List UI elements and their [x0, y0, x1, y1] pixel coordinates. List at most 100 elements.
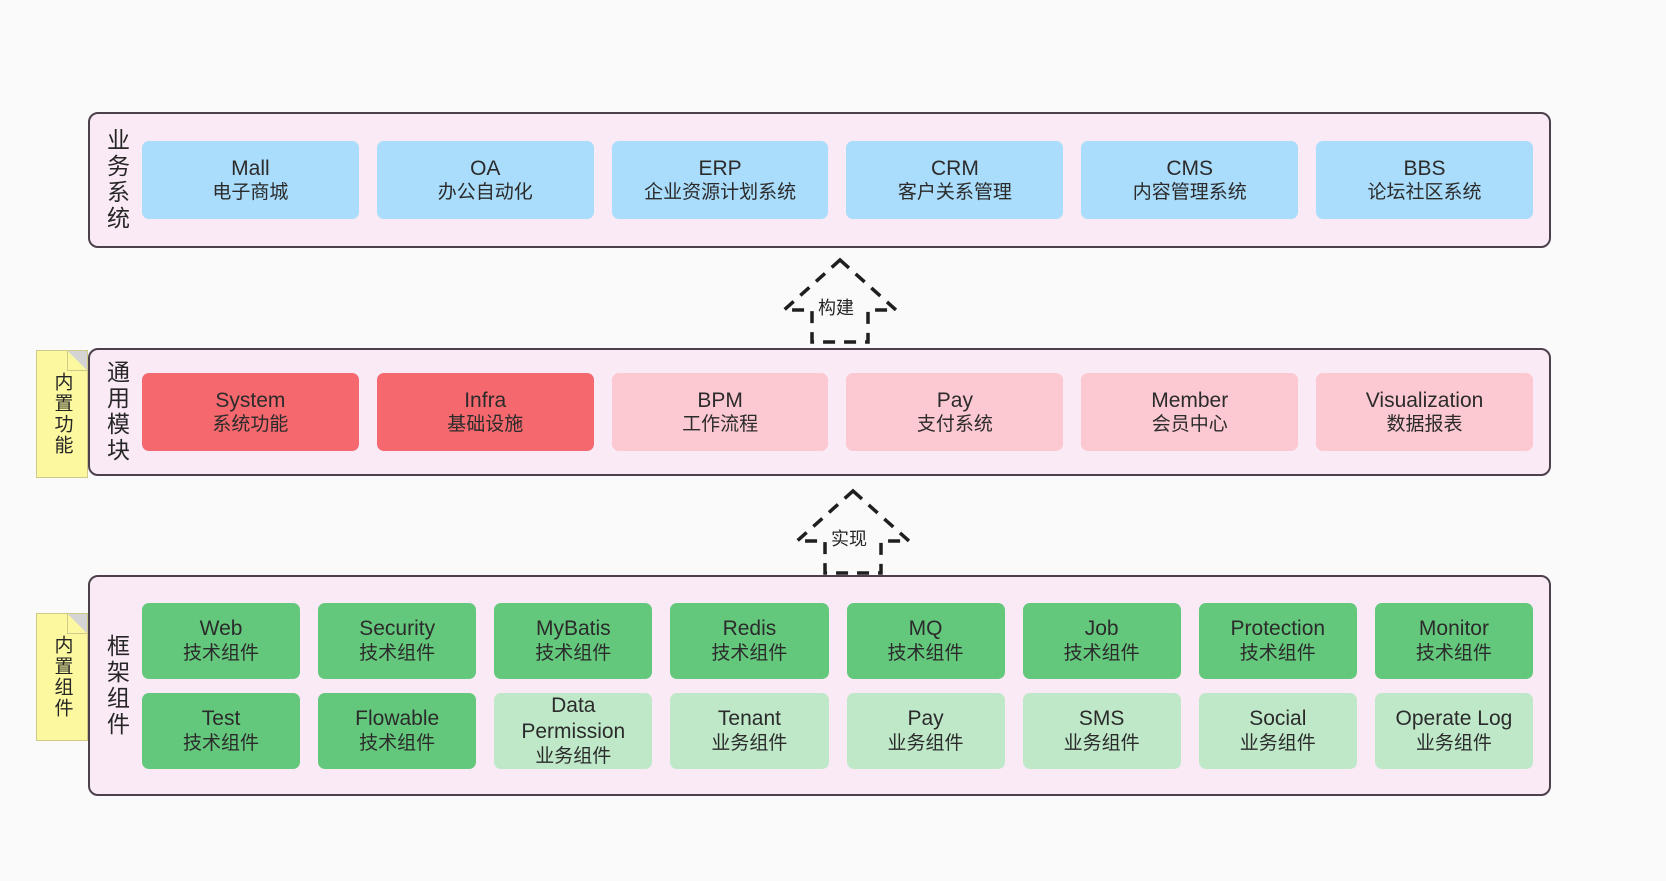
node-member-title: Member	[1151, 388, 1229, 412]
layer-business-system: 业务系统 Mall 电子商城 OA 办公自动化 ERP 企业资源计划系统 CRM…	[88, 112, 1551, 248]
node-visualization[interactable]: Visualization 数据报表	[1316, 373, 1533, 451]
node-sms[interactable]: SMS 业务组件	[1022, 692, 1181, 769]
node-web-subtitle: 技术组件	[183, 642, 260, 664]
node-oa[interactable]: OA 办公自动化	[376, 141, 594, 219]
node-mybatis-subtitle: 技术组件	[535, 642, 612, 664]
node-erp-title: ERP	[698, 156, 742, 180]
node-cms-title: CMS	[1166, 156, 1214, 180]
layer-label-framework-component: 框架组件	[103, 633, 130, 738]
layer-common-module: 通用模块 System 系统功能 Infra 基础设施 BPM 工作流程 Pay…	[88, 348, 1551, 476]
node-test-subtitle: 技术组件	[183, 732, 260, 754]
node-erp-subtitle: 企业资源计划系统	[644, 182, 797, 204]
layer-label-common-module: 通用模块	[103, 360, 130, 464]
node-infra-subtitle: 基础设施	[447, 414, 524, 436]
row-business-components: Test 技术组件 Flowable 技术组件 Data Permission …	[142, 692, 1533, 769]
node-mq-title: MQ	[908, 617, 943, 641]
node-test-title: Test	[201, 707, 241, 731]
node-mall[interactable]: Mall 电子商城	[142, 141, 359, 219]
node-operate-log-subtitle: 业务组件	[1415, 732, 1492, 754]
node-job-title: Job	[1084, 617, 1119, 641]
node-sms-title: SMS	[1078, 707, 1125, 731]
node-pay-component[interactable]: Pay 业务组件	[846, 692, 1005, 769]
node-tenant-title: Tenant	[717, 707, 781, 731]
node-mall-title: Mall	[231, 156, 270, 180]
node-infra[interactable]: Infra 基础设施	[376, 373, 594, 451]
layer-body-business-system: Mall 电子商城 OA 办公自动化 ERP 企业资源计划系统 CRM 客户关系…	[142, 114, 1549, 246]
node-job[interactable]: Job 技术组件	[1022, 602, 1181, 679]
node-bbs[interactable]: BBS 论坛社区系统	[1316, 141, 1533, 219]
node-cms-subtitle: 内容管理系统	[1132, 182, 1247, 204]
node-data-permission-subtitle: 业务组件	[535, 745, 612, 767]
note-builtin-component: 内置组件	[36, 613, 88, 741]
node-member[interactable]: Member 会员中心	[1081, 373, 1299, 451]
node-member-subtitle: 会员中心	[1151, 414, 1228, 436]
node-data-permission[interactable]: Data Permission 业务组件	[494, 692, 653, 769]
node-flowable-title: Flowable	[355, 707, 440, 731]
node-social-subtitle: 业务组件	[1239, 732, 1316, 754]
node-redis-title: Redis	[722, 617, 777, 641]
node-monitor-title: Monitor	[1418, 617, 1489, 641]
node-crm-subtitle: 客户关系管理	[897, 182, 1012, 204]
node-mybatis[interactable]: MyBatis 技术组件	[494, 602, 653, 679]
node-data-permission-title: Data Permission	[521, 694, 626, 743]
connector-build-label: 构建	[816, 294, 856, 320]
node-security[interactable]: Security 技术组件	[318, 602, 477, 679]
node-monitor-subtitle: 技术组件	[1415, 642, 1492, 664]
node-pay-component-title: Pay	[907, 707, 944, 731]
note-builtin-component-text: 内置组件	[51, 635, 73, 719]
node-operate-log[interactable]: Operate Log 业务组件	[1374, 692, 1533, 769]
node-redis[interactable]: Redis 技术组件	[670, 602, 829, 679]
node-crm[interactable]: CRM 客户关系管理	[846, 141, 1064, 219]
node-pay-module[interactable]: Pay 支付系统	[846, 373, 1064, 451]
node-tenant[interactable]: Tenant 业务组件	[670, 692, 829, 769]
node-bpm-subtitle: 工作流程	[682, 414, 759, 436]
note-builtin-feature: 内置功能	[36, 350, 88, 478]
node-cms[interactable]: CMS 内容管理系统	[1081, 141, 1299, 219]
node-web-title: Web	[199, 617, 243, 641]
row-business-systems: Mall 电子商城 OA 办公自动化 ERP 企业资源计划系统 CRM 客户关系…	[142, 141, 1533, 219]
connector-implement-label: 实现	[829, 525, 869, 551]
node-bbs-subtitle: 论坛社区系统	[1367, 182, 1482, 204]
node-security-subtitle: 技术组件	[359, 642, 436, 664]
node-mq-subtitle: 技术组件	[887, 642, 964, 664]
layer-framework-component: 框架组件 Web 技术组件 Security 技术组件 MyBatis 技术组件…	[88, 575, 1551, 796]
node-infra-title: Infra	[464, 388, 507, 412]
node-tenant-subtitle: 业务组件	[711, 732, 788, 754]
node-social-title: Social	[1249, 707, 1307, 731]
node-flowable[interactable]: Flowable 技术组件	[318, 692, 477, 769]
node-pay-module-title: Pay	[936, 388, 973, 412]
node-social[interactable]: Social 业务组件	[1198, 692, 1357, 769]
row-common-modules: System 系统功能 Infra 基础设施 BPM 工作流程 Pay 支付系统…	[142, 373, 1533, 451]
node-bpm[interactable]: BPM 工作流程	[611, 373, 829, 451]
node-redis-subtitle: 技术组件	[711, 642, 788, 664]
node-sms-subtitle: 业务组件	[1063, 732, 1140, 754]
node-test[interactable]: Test 技术组件	[142, 692, 301, 769]
connector-implement: 实现	[768, 488, 938, 575]
row-technical-components: Web 技术组件 Security 技术组件 MyBatis 技术组件 Redi…	[142, 602, 1533, 679]
node-visualization-subtitle: 数据报表	[1386, 414, 1463, 436]
layer-body-framework-component: Web 技术组件 Security 技术组件 MyBatis 技术组件 Redi…	[142, 577, 1549, 794]
connector-build: 构建	[755, 257, 925, 344]
node-protection-title: Protection	[1230, 617, 1326, 641]
node-protection-subtitle: 技术组件	[1239, 642, 1316, 664]
node-system-title: System	[215, 388, 286, 412]
node-oa-title: OA	[470, 156, 501, 180]
node-pay-module-subtitle: 支付系统	[916, 414, 993, 436]
node-protection[interactable]: Protection 技术组件	[1198, 602, 1357, 679]
node-bpm-title: BPM	[697, 388, 743, 412]
node-erp[interactable]: ERP 企业资源计划系统	[611, 141, 829, 219]
node-monitor[interactable]: Monitor 技术组件	[1374, 602, 1533, 679]
node-pay-component-subtitle: 业务组件	[887, 732, 964, 754]
layer-body-common-module: System 系统功能 Infra 基础设施 BPM 工作流程 Pay 支付系统…	[142, 350, 1549, 474]
layer-label-business-system: 业务系统	[103, 128, 130, 232]
node-web[interactable]: Web 技术组件	[142, 602, 301, 679]
note-builtin-feature-text: 内置功能	[51, 372, 73, 456]
node-system-subtitle: 系统功能	[212, 414, 289, 436]
node-mq[interactable]: MQ 技术组件	[846, 602, 1005, 679]
node-operate-log-title: Operate Log	[1395, 707, 1513, 731]
node-security-title: Security	[359, 617, 436, 641]
node-system[interactable]: System 系统功能	[142, 373, 359, 451]
node-mall-subtitle: 电子商城	[212, 182, 289, 204]
node-mybatis-title: MyBatis	[535, 617, 611, 641]
